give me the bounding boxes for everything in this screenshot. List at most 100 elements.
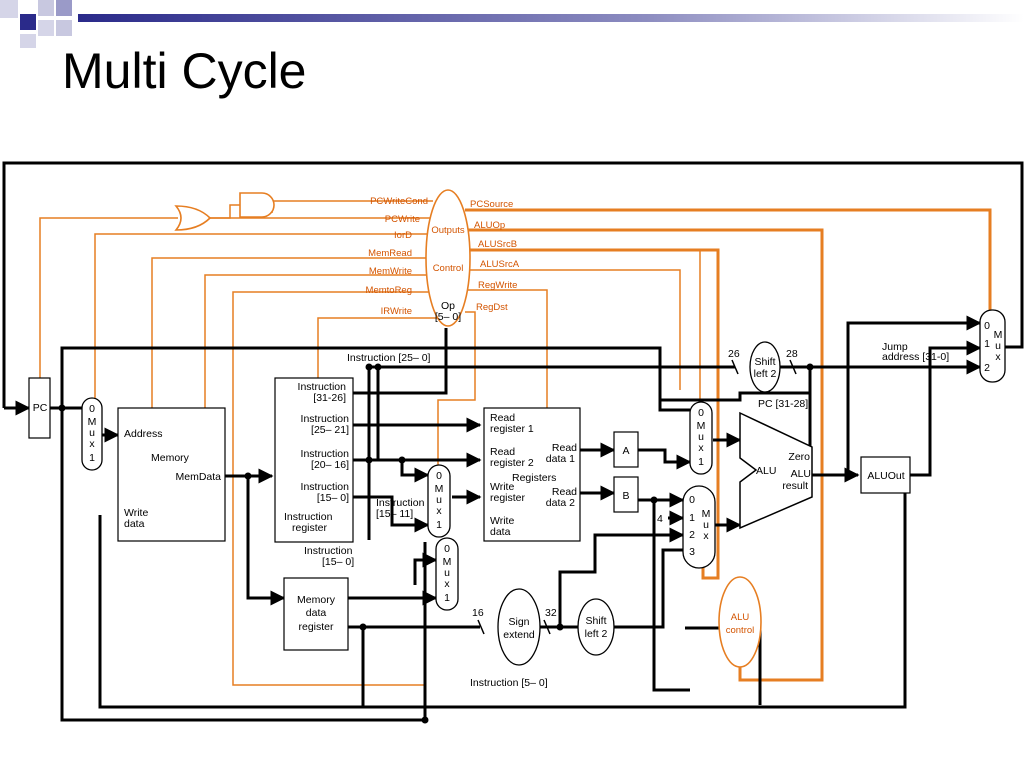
svg-text:0: 0 <box>89 403 95 415</box>
sign-extend <box>497 588 541 666</box>
ir-field-25-21-bits: [25– 21] <box>311 424 349 436</box>
svg-text:1: 1 <box>689 512 695 524</box>
shift-left-2 <box>577 598 615 656</box>
alu-control-label-2: control <box>726 625 755 636</box>
svg-text:M: M <box>435 483 444 495</box>
svg-text:u: u <box>89 427 95 439</box>
register-b <box>613 476 639 513</box>
sign-extend-label-1: Sign <box>508 616 529 628</box>
svg-text:M: M <box>443 556 452 568</box>
mux-alusrcb: 0 1 2 3 M u x <box>682 485 716 569</box>
svg-text:0: 0 <box>984 320 990 332</box>
signal-memwrite: MemWrite <box>369 266 412 277</box>
junction-dot <box>806 363 814 371</box>
svg-text:M: M <box>702 508 711 520</box>
memory-memdata-label: MemData <box>175 471 221 483</box>
ir-name-2: register <box>292 522 328 534</box>
registers-name: Registers <box>512 472 556 484</box>
datapath-wires <box>2 161 1024 722</box>
mux-memtoreg: 0 M u x 1 <box>435 537 459 611</box>
signal-aluop: ALUOp <box>474 220 505 231</box>
control-outputs-label: Outputs <box>431 225 465 236</box>
deco-square <box>38 20 54 36</box>
ir-field-25-21: Instruction <box>301 413 350 425</box>
constant-four: 4 <box>657 513 663 525</box>
wire-junctions <box>58 363 852 724</box>
junction-dot <box>244 472 252 480</box>
svg-text:0: 0 <box>444 543 450 555</box>
header-gradient-bar <box>78 14 1024 22</box>
shift-jump-label-1: Shift <box>754 356 775 368</box>
register-a <box>613 431 639 468</box>
reg-write-register: Write <box>490 481 514 493</box>
control-op-label: Op <box>441 300 455 312</box>
mux-pcsource: 0 1 2 M u x <box>979 309 1006 383</box>
title-decoration <box>0 0 1024 48</box>
alu-label: ALU <box>756 465 776 477</box>
shift-jump-in-bits: 26 <box>728 348 740 360</box>
svg-text:u: u <box>698 431 704 443</box>
deco-square <box>38 0 54 16</box>
svg-text:x: x <box>89 438 95 450</box>
alu-control-label-1: ALU <box>731 612 750 623</box>
pc-register <box>28 377 51 439</box>
signal-memread: MemRead <box>368 248 412 259</box>
ir-field-20-16: Instruction <box>301 448 350 460</box>
svg-text:x: x <box>436 505 442 517</box>
signal-regdst: RegDst <box>476 302 508 313</box>
control-op-bits: [5– 0] <box>435 311 461 323</box>
sign-extend-in-bits: 16 <box>472 607 484 619</box>
shift-jump-out-bits: 28 <box>786 348 798 360</box>
ir-field-31-26-bits: [31-26] <box>313 392 346 404</box>
reg-read-register-1: Read <box>490 412 515 424</box>
shift-left-2-label-2: left 2 <box>585 628 608 640</box>
svg-text:1: 1 <box>444 592 450 604</box>
svg-text:3: 3 <box>689 546 695 558</box>
jump-address-label-1: Jump <box>882 341 908 353</box>
svg-text:1: 1 <box>698 456 704 468</box>
svg-text:M: M <box>88 416 97 428</box>
svg-text:0: 0 <box>689 494 695 506</box>
sign-extend-out-bits: 32 <box>545 607 557 619</box>
svg-text:x: x <box>995 351 1001 363</box>
svg-text:x: x <box>703 530 709 542</box>
memory-write-label: Write <box>124 507 148 519</box>
ir-field-15-0: Instruction <box>301 481 350 493</box>
ir-field-15-0-bits: [15– 0] <box>317 492 349 504</box>
reg-read-data-1-b: data 1 <box>546 453 575 465</box>
alu-zero-label: Zero <box>788 451 810 463</box>
mdr-label-2: data <box>306 607 327 619</box>
svg-text:x: x <box>444 578 450 590</box>
deco-square <box>56 0 72 16</box>
control-label: Control <box>433 263 464 274</box>
alu-result-label-1: ALU <box>791 468 811 480</box>
register-file <box>483 407 581 542</box>
svg-text:1: 1 <box>89 452 95 464</box>
junction-dot <box>650 496 658 504</box>
sign-extend-label-2: extend <box>503 629 535 641</box>
deco-square <box>56 20 72 36</box>
instruction-register <box>274 377 354 543</box>
ir-name: Instruction <box>284 511 333 523</box>
and-gate <box>239 192 275 218</box>
signal-alusrcb: ALUSrcB <box>478 239 517 250</box>
control-wires <box>39 200 992 686</box>
shift-left-2-jump <box>749 341 781 393</box>
reg-read-register-2-b: register 2 <box>490 457 534 469</box>
reg-write-register-b: register <box>490 492 526 504</box>
instr-15-11-label: Instruction <box>376 497 425 509</box>
reg-write-data-b: data <box>490 526 511 538</box>
junction-dot <box>365 456 373 464</box>
svg-text:2: 2 <box>984 362 990 374</box>
memory-data-label: data <box>124 518 145 530</box>
svg-text:M: M <box>994 329 1003 341</box>
mux-iord: 0 M u x 1 <box>81 397 103 471</box>
svg-text:x: x <box>698 442 704 454</box>
alu <box>739 411 813 530</box>
deco-square <box>20 14 36 30</box>
reg-read-data-2-b: data 2 <box>546 497 575 509</box>
shift-left-2-label-1: Shift <box>585 615 606 627</box>
junction-dot <box>374 363 382 371</box>
junction-dot <box>844 471 852 479</box>
